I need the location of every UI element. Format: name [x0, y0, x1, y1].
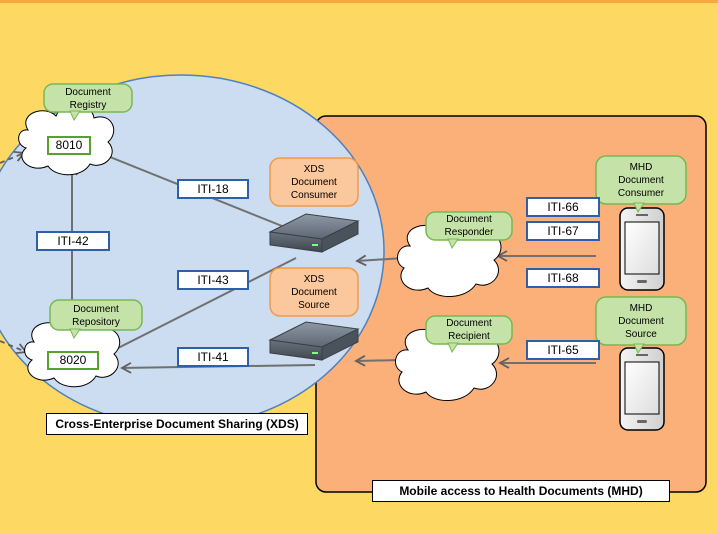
recipient-tag-shape [425, 315, 513, 354]
xds-consumer-server-icon [268, 213, 360, 253]
iti-42-label: ITI-42 [36, 231, 110, 251]
mhd-consumer-phone-icon [619, 207, 665, 291]
arrow-recipient-to-source [354, 355, 403, 367]
iti-68-label: ITI-68 [526, 268, 600, 288]
xds-source-tag-shape [269, 267, 359, 317]
recipient-tag-label: Document Recipient [446, 318, 492, 342]
repository-port-box: 8020 [47, 351, 99, 370]
responder-tag-label: Document Responder [444, 214, 494, 238]
registry-tag-shape [43, 83, 133, 122]
top-border [0, 0, 718, 3]
xds-source-server-icon [268, 321, 360, 361]
repository-tag-label: Document Repository [72, 304, 120, 328]
mhd-consumer-tag-shape [595, 155, 687, 214]
iti-66-label: ITI-66 [526, 197, 600, 217]
xds-source-tag-label: XDS Document Source [291, 273, 337, 311]
iti-43-label: ITI-43 [177, 270, 249, 290]
mhd-caption: Mobile access to Health Documents (MHD) [372, 480, 670, 502]
arrow-responder-to-consumer [355, 254, 405, 267]
mhd-consumer-tag-label: MHD Document Consumer [617, 161, 665, 199]
mhd-source-tag-shape [595, 296, 687, 355]
repository-tag-shape [49, 299, 143, 340]
xds-consumer-tag-label: XDS Document Consumer [290, 163, 338, 201]
mhd-source-tag-label: MHD Document Source [618, 302, 664, 340]
dashed-arrow-registry [0, 150, 26, 164]
xds-caption: Cross-Enterprise Document Sharing (XDS) [46, 413, 308, 435]
dashed-arrow-repository [0, 340, 28, 354]
registry-port-box: 8010 [47, 136, 91, 155]
mhd-source-phone-icon [619, 347, 665, 431]
xds-consumer-tag-shape [269, 157, 359, 207]
iti-67-label: ITI-67 [526, 221, 600, 241]
responder-tag-shape [425, 211, 513, 250]
iti-41-label: ITI-41 [177, 347, 249, 367]
line-repository-consumer [117, 257, 297, 349]
iti-18-label: ITI-18 [177, 179, 249, 199]
iti-65-label: ITI-65 [526, 340, 600, 360]
registry-tag-label: Document Registry [65, 87, 111, 111]
